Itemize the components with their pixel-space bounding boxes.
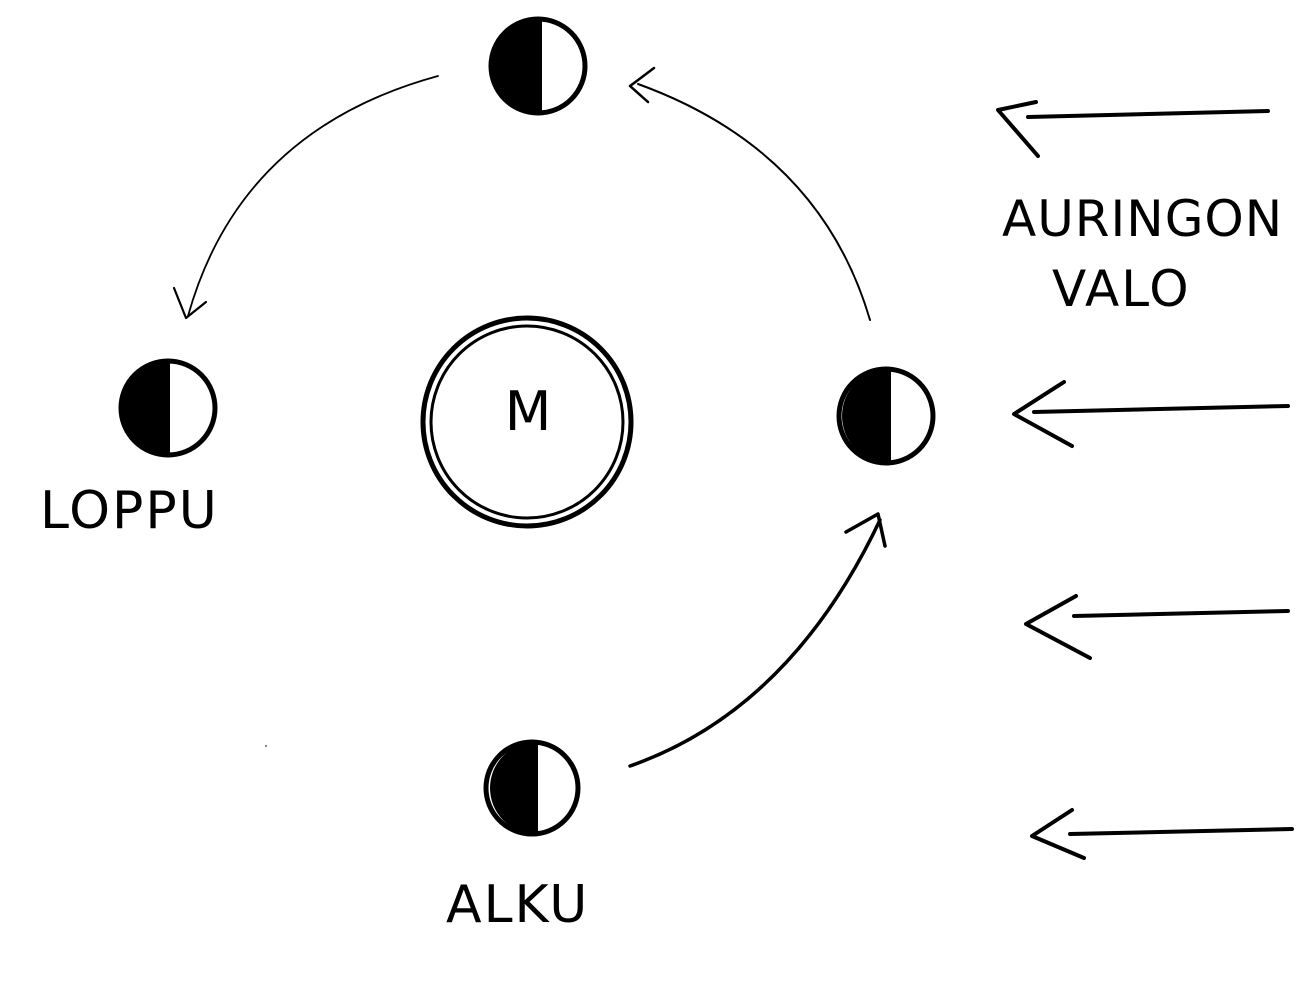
orbit-arrow-top-to-end xyxy=(172,75,439,320)
sunlight-arrow-3 xyxy=(1024,594,1290,660)
start-label: ALKU xyxy=(446,875,589,935)
moon-top xyxy=(488,16,588,116)
scan-speck xyxy=(264,744,268,748)
sunlight-arrow-2 xyxy=(1012,380,1290,448)
earth-inner-ring xyxy=(429,324,625,520)
moon-start xyxy=(483,739,581,837)
sunlight-arrow-4 xyxy=(1030,808,1294,860)
moon-end xyxy=(118,358,218,458)
earth: M xyxy=(420,315,634,529)
earth-label: M xyxy=(505,380,552,443)
sunlight-label-line2: VALO xyxy=(1052,260,1191,318)
end-label: LOPPU xyxy=(40,481,219,541)
orbit-arrow-right-to-top xyxy=(628,66,871,321)
sunlight-label-line1: AURINGON xyxy=(1002,190,1283,248)
sunlight-arrow-1 xyxy=(996,100,1270,158)
orbit-arrow-start-to-right xyxy=(628,512,887,768)
earth-outer-ring xyxy=(420,315,634,529)
moon-right xyxy=(836,366,936,466)
